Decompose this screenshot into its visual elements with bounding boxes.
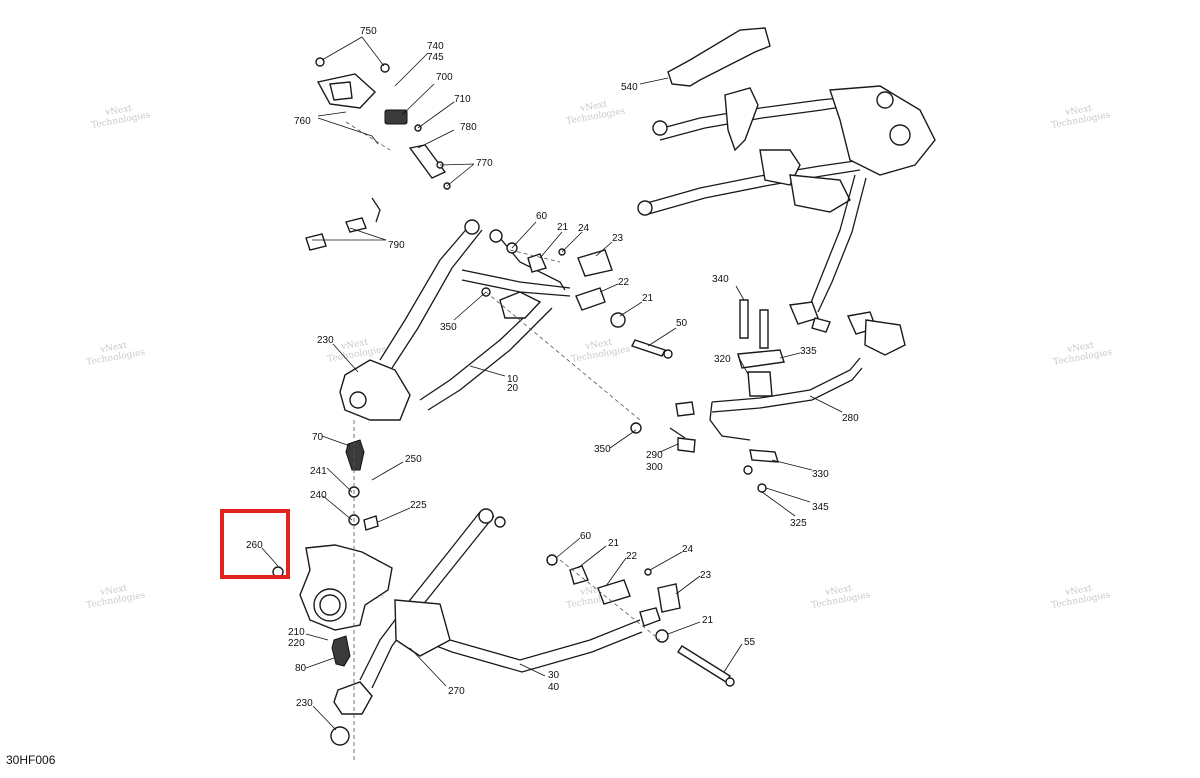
callout-40: 40 [548, 682, 560, 693]
watermark-text: vNext [99, 584, 129, 599]
callout-241: 241 [310, 466, 327, 477]
watermark-text: vNext [99, 341, 129, 356]
callout-350: 350 [440, 322, 457, 333]
callout-345: 345 [812, 502, 829, 513]
callout-740: 740 [427, 41, 444, 52]
callout-24: 24 [682, 544, 694, 555]
alignment-lines [345, 121, 661, 760]
callout-750: 750 [360, 26, 377, 37]
callout-270: 270 [448, 686, 465, 697]
callout-24: 24 [578, 223, 590, 234]
watermark-text: vNext [1064, 584, 1094, 599]
callout-260: 260 [246, 540, 263, 551]
upper-arm-hardware [481, 242, 673, 359]
callout-21: 21 [557, 222, 569, 233]
callout-350: 350 [594, 444, 611, 455]
callout-50: 50 [676, 318, 688, 329]
callout-230: 230 [296, 698, 313, 709]
callout-220: 220 [288, 638, 305, 649]
callout-340: 340 [712, 274, 729, 285]
callout-760: 760 [294, 116, 311, 127]
callout-790: 790 [388, 240, 405, 251]
callout-700: 700 [436, 72, 453, 83]
callout-320: 320 [714, 354, 731, 365]
upper-bracket-assembly [305, 57, 451, 251]
callout-290: 290 [646, 450, 663, 461]
highlight-box [220, 509, 290, 579]
callout-22: 22 [618, 277, 630, 288]
upper-a-arm [339, 219, 571, 421]
watermark-text: vNext [579, 100, 609, 115]
callout-10: 10 [507, 374, 519, 385]
callout-230: 230 [317, 335, 334, 346]
watermark-text: vNext [104, 104, 134, 119]
callout-22: 22 [626, 551, 638, 562]
callout-20: 20 [507, 383, 519, 394]
sway-bar-assembly [630, 299, 863, 493]
callout-23: 23 [612, 233, 624, 244]
leader-lines [261, 36, 843, 731]
callout-300: 300 [646, 462, 663, 473]
callout-225: 225 [410, 500, 427, 511]
callout-280: 280 [842, 413, 859, 424]
rear-frame-assembly [637, 27, 936, 356]
callout-21: 21 [608, 538, 620, 549]
watermark-text: vNext [584, 338, 614, 353]
callout-710: 710 [454, 94, 471, 105]
callout-325: 325 [790, 518, 807, 529]
watermark-text: vNext [824, 584, 854, 599]
callout-70: 70 [312, 432, 324, 443]
callout-770: 770 [476, 158, 493, 169]
callout-55: 55 [744, 637, 756, 648]
callout-250: 250 [405, 454, 422, 465]
callout-330: 330 [812, 469, 829, 480]
lower-a-arm [333, 508, 661, 715]
callout-335: 335 [800, 346, 817, 357]
diagram-code: 30HF006 [6, 753, 56, 767]
callout-21: 21 [642, 293, 654, 304]
watermark-text: vNext [340, 338, 370, 353]
callout-745: 745 [427, 52, 444, 63]
callout-80: 80 [295, 663, 307, 674]
knuckle-assembly [272, 439, 393, 746]
callout-780: 780 [460, 122, 477, 133]
watermark-text: vNext [1064, 104, 1094, 119]
watermark-text: vNext [1066, 341, 1096, 356]
callout-60: 60 [580, 531, 592, 542]
callout-240: 240 [310, 490, 327, 501]
callout-30: 30 [548, 670, 560, 681]
callout-60: 60 [536, 211, 548, 222]
callout-210: 210 [288, 627, 305, 638]
callout-23: 23 [700, 570, 712, 581]
callout-21: 21 [702, 615, 714, 626]
callout-540: 540 [621, 82, 638, 93]
